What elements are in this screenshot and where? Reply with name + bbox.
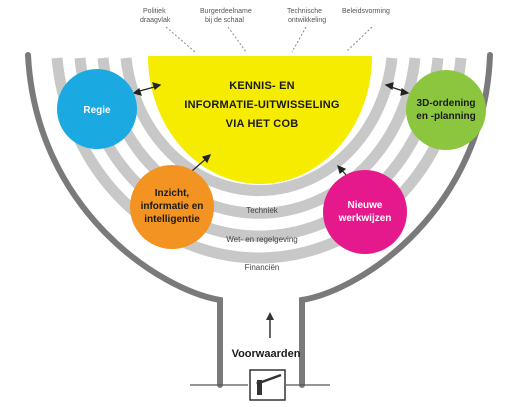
connector-2 <box>227 26 247 53</box>
connector-1 <box>165 26 196 53</box>
connector-3 <box>291 26 307 53</box>
label-nieuwe-1: Nieuwe <box>347 200 382 211</box>
center-line-3: VIA HET COB <box>226 118 299 130</box>
note-schaal: bij de schaal <box>205 17 244 24</box>
ring-label-wet: Wet- en regelgeving <box>226 235 297 244</box>
arrow-inzicht-head <box>201 154 212 164</box>
note-burgerdeelname: Burgerdeelname <box>200 8 252 15</box>
ring-inner <box>120 57 398 197</box>
arrow-regie-tail <box>132 87 142 96</box>
ring-label-techniek: Techniek <box>246 206 279 215</box>
ring-label-financien: Financiën <box>245 263 280 272</box>
connector-4 <box>345 26 373 53</box>
label-regie: Regie <box>83 105 111 116</box>
barrier-icon-arm <box>258 373 282 385</box>
center-line-2: INFORMATIE-UITWISSELING <box>184 99 339 111</box>
note-politiek: Politiek <box>143 8 166 15</box>
circle-ordening <box>406 70 486 150</box>
arrow-nieuwe-tail <box>337 164 347 175</box>
center-line-1: KENNIS- EN <box>229 80 295 92</box>
base-label: Voorwaarden <box>232 348 301 360</box>
arrow-ordening-tail <box>384 82 394 91</box>
label-ordening-2: en -planning <box>416 111 475 122</box>
note-technische: Technische <box>287 8 322 15</box>
note-beleidsvorming: Beleidsvorming <box>342 8 390 15</box>
label-inzicht-1: Inzicht, <box>155 188 190 199</box>
note-draagvlak: draagvlak <box>140 17 171 24</box>
arrow-ordening-head <box>400 87 410 96</box>
barrier-icon-post <box>257 380 262 395</box>
ring-outer <box>51 57 467 264</box>
up-arrow-head <box>266 312 274 320</box>
barrier-icon-pivot <box>256 380 262 386</box>
top-notes: Politiek draagvlak Burgerdeelname bij de… <box>140 8 390 53</box>
circle-nieuwe <box>323 170 407 254</box>
circle-regie <box>57 69 137 149</box>
barrier-icon <box>249 369 286 401</box>
up-arrow <box>266 312 274 338</box>
note-ontwikkeling: ontwikkeling <box>288 17 326 24</box>
arrow-regie-head <box>152 82 162 91</box>
label-inzicht-3: intelligentie <box>144 214 200 225</box>
circle-inzicht <box>130 165 214 249</box>
label-ordening-1: 3D-ordening <box>417 98 476 109</box>
label-inzicht-2: informatie en <box>141 201 204 212</box>
center-semicircle <box>148 56 372 184</box>
label-nieuwe-2: werkwijzen <box>338 213 392 224</box>
